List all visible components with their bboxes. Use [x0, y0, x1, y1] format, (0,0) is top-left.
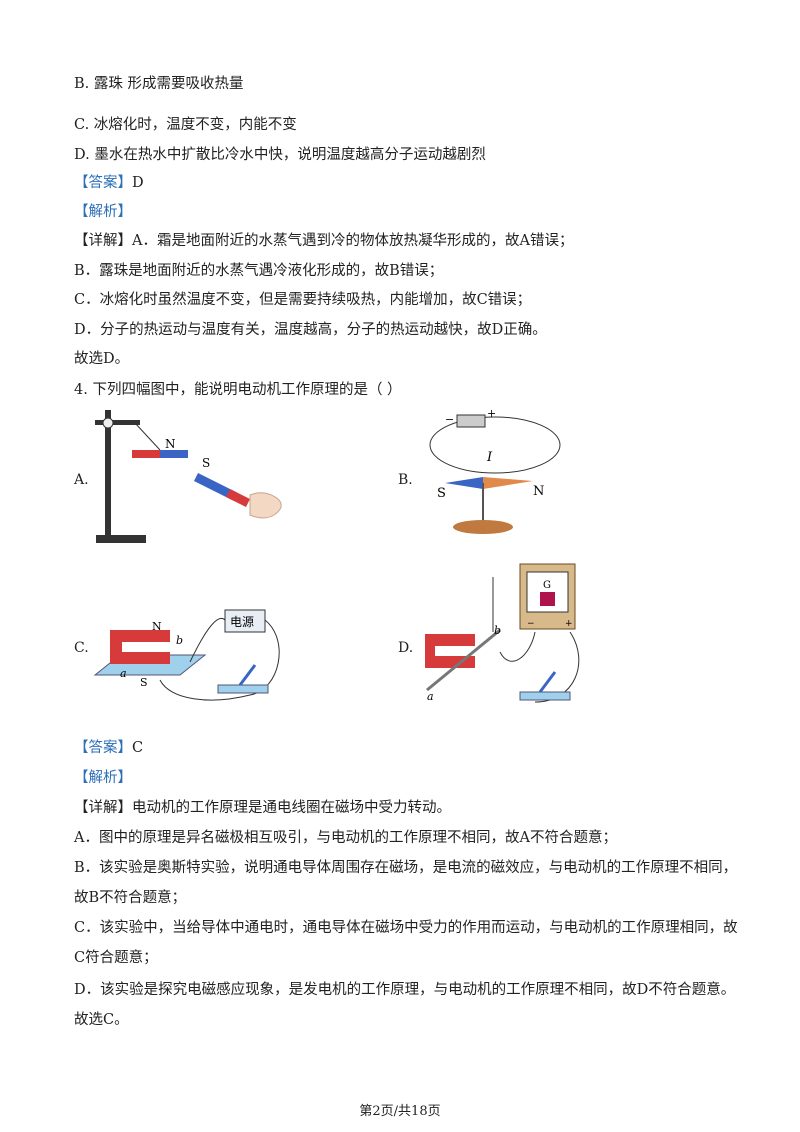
figure-c-label: C. [74, 640, 89, 656]
pole-n-label: N [533, 484, 544, 499]
detail-line: 【详解】A．霜是地面附近的水蒸气遇到冷的物体放热凝华形成的，故A错误； [74, 233, 574, 249]
plus-sign: + [487, 407, 496, 420]
pole-s-label: S [437, 486, 446, 501]
wire-a-label: a [120, 667, 127, 680]
conclusion-line: 故选C。 [74, 1012, 129, 1028]
figure-b-label: B. [398, 472, 413, 488]
answer-line: 【答案】D [74, 173, 144, 193]
answer-tag: 【答案】 [74, 175, 132, 191]
pole-s-label: S [202, 456, 210, 470]
option-c: C. 冰熔化时，温度不变，内能不变 [74, 117, 297, 133]
detail-line: 故B不符合题意； [74, 890, 187, 906]
analysis-tag: 【解析】 [74, 204, 132, 220]
meter-g-label: G [543, 580, 551, 591]
detail-line: C．该实验中，当给导体中通电时，通电导体在磁场中受力的作用而运动，与电动机的工作… [74, 920, 738, 936]
figure-a-magnet-stand: N S [95, 410, 282, 543]
figure-d-induction: G − + b a [425, 563, 580, 703]
answer-tag: 【答案】 [74, 740, 132, 756]
option-d: D. 墨水在热水中扩散比冷水中快，说明温度越高分子运动越剧烈 [74, 147, 486, 163]
detail-line: B．该实验是奥斯特实验，说明通电导体周围存在磁场，是电流的磁效应，与电动机的工作… [74, 860, 738, 876]
figure-a-label: A. [74, 472, 89, 488]
detail-line: C符合题意； [74, 950, 158, 966]
pole-n-label: N [152, 620, 162, 633]
minus-sign: − [527, 619, 535, 629]
page-footer: 第2页/共18页 [359, 1104, 441, 1119]
analysis-line: 【解析】 [74, 768, 132, 788]
figure-d-label: D. [398, 640, 414, 656]
detail-line: B．露珠是地面附近的水蒸气遇冷液化形成的，故B错误； [74, 263, 444, 279]
option-b: B. 露珠 形成需要吸收热量 [74, 76, 244, 92]
plus-sign: + [565, 619, 573, 629]
analysis-line: 【解析】 [74, 202, 132, 222]
pole-s-label: S [140, 676, 148, 689]
pole-n-label: N [165, 437, 176, 451]
detail-line: D．该实验是探究电磁感应现象，是发电机的工作原理，与电动机的工作原理不相同，故D… [74, 982, 736, 998]
minus-sign: − [445, 413, 454, 426]
detail-line: 【详解】电动机的工作原理是通电线圈在磁场中受力转动。 [74, 800, 451, 816]
answer-value: D [132, 175, 144, 191]
current-label: I [486, 450, 493, 465]
detail-line: C．冰熔化时虽然温度不变，但是需要持续吸热，内能增加，故C错误； [74, 292, 532, 308]
wire-b-label: b [176, 634, 183, 647]
figure-c-motor-principle: N S a b 电源 [93, 609, 280, 701]
question-4: 4. 下列四幅图中，能说明电动机工作原理的是（ ） [74, 382, 402, 398]
wire-a-label: a [427, 690, 434, 703]
detail-line: A．图中的原理是异名磁极相互吸引，与电动机的工作原理不相同，故A不符合题意； [74, 830, 617, 846]
figure-b-oersted: − + I S N [429, 407, 561, 534]
conclusion-line: 故选D。 [74, 351, 130, 367]
wire-b-label: b [494, 624, 501, 637]
answer-line: 【答案】C [74, 738, 143, 758]
power-label: 电源 [230, 615, 254, 629]
detail-line: D．分子的热运动与温度有关，温度越高，分子的热运动越快，故D正确。 [74, 322, 547, 338]
analysis-tag: 【解析】 [74, 770, 132, 786]
answer-value: C [132, 740, 144, 756]
